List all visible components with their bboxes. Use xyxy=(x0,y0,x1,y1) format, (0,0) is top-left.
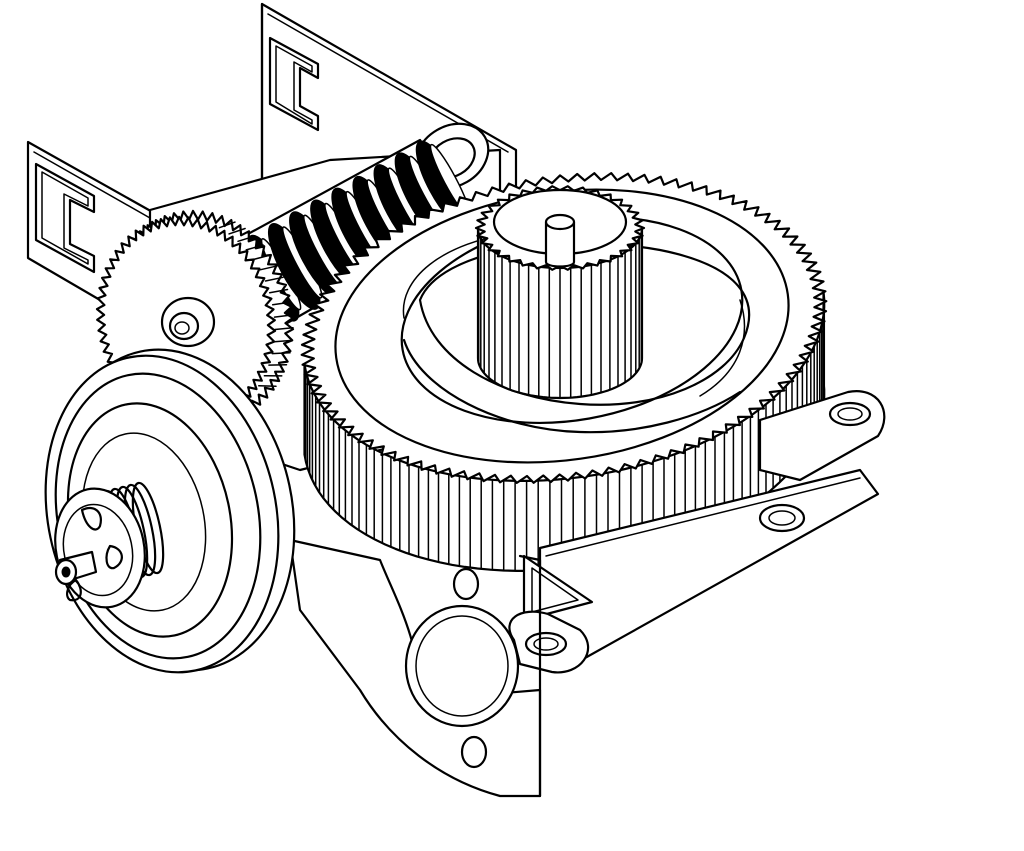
mounting-plate xyxy=(288,390,886,798)
drive-pulley xyxy=(44,348,296,674)
output-pinion xyxy=(474,185,646,400)
